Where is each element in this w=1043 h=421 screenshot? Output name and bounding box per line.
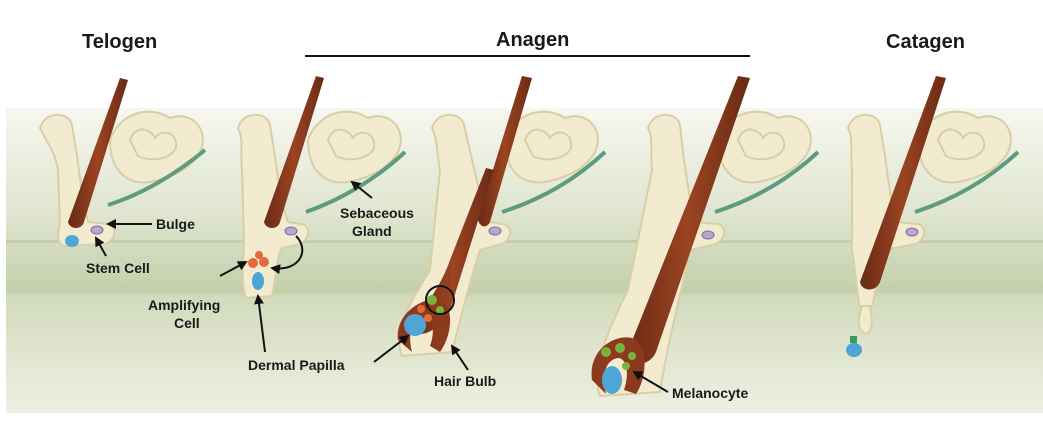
melanocyte-label: Melanocyte xyxy=(672,385,748,401)
stem-cell xyxy=(285,227,297,235)
epithelial-strand xyxy=(859,306,872,334)
dermal-papilla xyxy=(602,366,622,394)
stem-cell xyxy=(489,227,501,235)
telogen-title: Telogen xyxy=(82,31,157,53)
dermal-papilla xyxy=(65,235,79,247)
stem-cell xyxy=(702,231,714,239)
dermal-papilla xyxy=(846,343,862,357)
hair-bulb-label: Hair Bulb xyxy=(434,373,496,389)
stem-cell-green xyxy=(850,336,857,343)
amplifying-label-line2: Cell xyxy=(174,315,200,331)
catagen-title: Catagen xyxy=(886,31,965,53)
amplifying-label-line1: Amplifying xyxy=(148,297,220,313)
anagen-title: Anagen xyxy=(496,29,569,51)
bulge-label: Bulge xyxy=(156,216,195,232)
dermal-papilla xyxy=(404,314,426,336)
stem-cell-label: Stem Cell xyxy=(86,260,150,276)
sebaceous-label-line2: Gland xyxy=(352,223,392,239)
dermal-papilla xyxy=(252,272,264,290)
stem-cell xyxy=(906,228,918,236)
dermal-papilla-label: Dermal Papilla xyxy=(248,357,345,373)
sebaceous-label-line1: Sebaceous xyxy=(340,205,414,221)
stem-cell xyxy=(91,226,103,234)
